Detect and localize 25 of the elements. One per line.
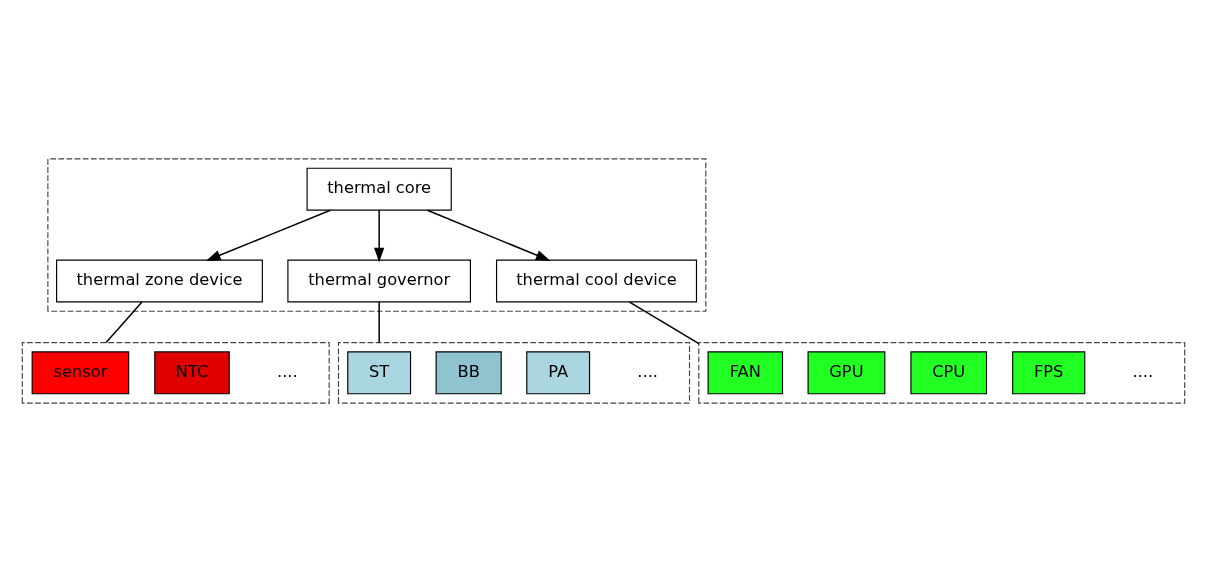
connector bbox=[378, 300, 380, 343]
arrow bbox=[205, 208, 332, 261]
connector bbox=[105, 300, 143, 343]
node-box: thermal cool device bbox=[496, 259, 698, 302]
arrow bbox=[374, 208, 385, 262]
node-box: sensor bbox=[31, 350, 130, 394]
node-box: FAN bbox=[707, 350, 784, 394]
node-box: thermal zone device bbox=[56, 259, 263, 302]
node-text: .... bbox=[637, 361, 659, 381]
arrow bbox=[426, 208, 551, 261]
node-box: thermal governor bbox=[287, 259, 471, 302]
node-box: CPU bbox=[910, 350, 988, 394]
cluster bbox=[337, 341, 691, 404]
node-box: BB bbox=[435, 350, 502, 394]
node-box: NTC bbox=[154, 350, 230, 394]
node-box: thermal core bbox=[306, 167, 452, 211]
cluster bbox=[47, 157, 707, 312]
node-box: GPU bbox=[807, 350, 886, 394]
node-box: PA bbox=[526, 350, 591, 394]
cluster bbox=[698, 341, 1186, 404]
node-box: FPS bbox=[1012, 350, 1086, 394]
node-text: .... bbox=[1132, 361, 1154, 381]
cluster bbox=[21, 341, 330, 404]
node-box: ST bbox=[347, 350, 412, 394]
node-text: .... bbox=[276, 361, 298, 381]
